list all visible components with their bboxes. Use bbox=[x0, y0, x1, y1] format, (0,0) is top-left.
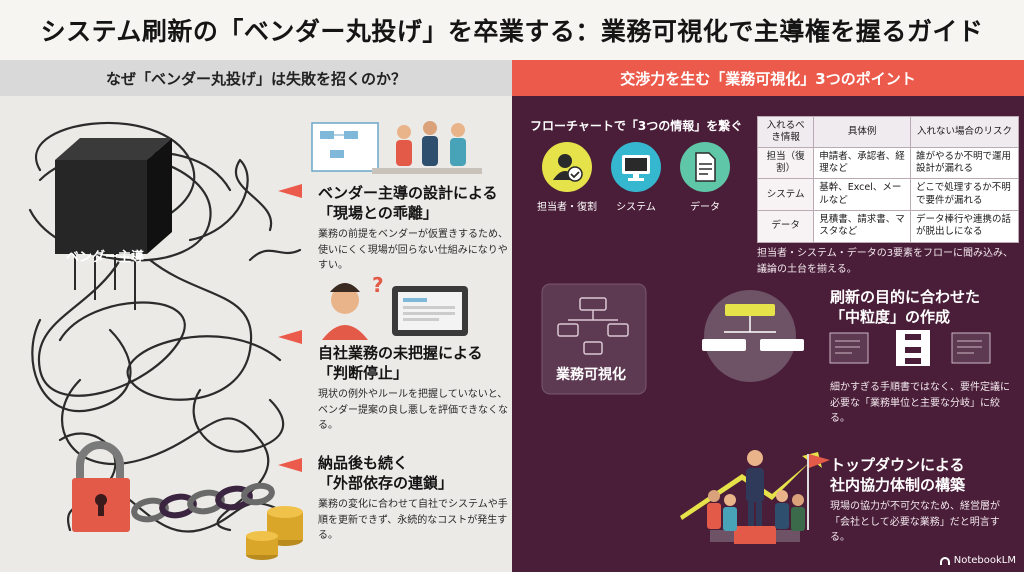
vendor-cube-label: ベンダー主導 bbox=[66, 250, 145, 265]
leadership-icon bbox=[680, 450, 830, 544]
table-header-cell: 入れるべき情報 bbox=[756, 116, 815, 148]
left-point-1-heading-1: ベンダー主導の設計による bbox=[318, 184, 498, 202]
left-point-2-body: 現状の例外やルールを把握していないと、ベンダー提案の良し悪しを評価できなくなる。 bbox=[318, 389, 508, 431]
right-panel-heading: 交渉力を生む「業務可視化」3つのポイント bbox=[512, 60, 1024, 96]
left-point-3-heading-2: 「外部依存の連鎖」 bbox=[318, 473, 454, 492]
lock-icon bbox=[72, 441, 130, 532]
pointer-arrow-3 bbox=[278, 458, 302, 472]
right-illustration bbox=[541, 283, 991, 544]
mid-granularity-icon bbox=[702, 290, 804, 382]
left-point-1-body: 業務の前提をベンダーが仮置きするため、使いにくく現場が回らない仕組みになりやすい… bbox=[318, 229, 508, 271]
left-point-1: ベンダー主導の設計による 「現場との乖離」 業務の前提をベンダーが仮置きするため… bbox=[318, 184, 508, 274]
table-cell: システム bbox=[756, 178, 815, 212]
document-icon bbox=[680, 142, 730, 192]
table-header-cell: 具体例 bbox=[813, 116, 911, 148]
right-panel: 交渉力を生む「業務可視化」3つのポイント フローチャートで「3つの情報」を繋ぐ … bbox=[512, 60, 1024, 572]
flow-caption: フローチャートで「3つの情報」を繋ぐ bbox=[530, 119, 743, 133]
right-point-1: 刷新の目的に合わせた 「中粒度」の作成 bbox=[830, 288, 1010, 327]
table-cell: どこで処理するか不明で要件が漏れる bbox=[909, 178, 1020, 212]
table-cell: データ bbox=[756, 210, 815, 243]
left-point-2-heading-2: 「判断停止」 bbox=[318, 363, 409, 382]
notebooklm-logo-text: NotebookLM bbox=[953, 555, 1016, 566]
left-illustration: ? bbox=[28, 121, 482, 560]
icon-label-person: 担当者・復割 bbox=[537, 202, 597, 213]
pointer-arrow-2 bbox=[278, 330, 302, 344]
right-point-2-heading-2: 社内協力体制の構築 bbox=[830, 475, 966, 494]
table-cell: 見積書、請求書、マスタなど bbox=[813, 210, 911, 243]
right-point-1-heading-1: 刷新の目的に合わせた bbox=[830, 288, 981, 306]
left-point-2: 自社業務の未把握による 「判断停止」 現状の例外やルールを把握していないと、ベン… bbox=[318, 344, 508, 434]
left-point-3-body: 業務の変化に合わせて自社でシステムや手順を更新できず、永続的なコストが発生する。 bbox=[318, 499, 508, 541]
wire-lines bbox=[74, 254, 136, 310]
confused-person-icon: ? bbox=[322, 273, 384, 340]
right-point-2-body: 現場の協力が不可欠なため、経営層が「会社として必要な業務」だと明言する。 bbox=[830, 501, 1000, 543]
icon-label-system: システム bbox=[616, 202, 656, 213]
flowchart-meeting-icon bbox=[311, 121, 482, 174]
right-point-1-body: 細かすぎる手順書ではなく、要件定議に必要な「業務単位と主要な分岐」に絞る。 bbox=[830, 382, 1010, 424]
right-point-1-heading-2: 「中粒度」の作成 bbox=[830, 307, 951, 326]
left-point-2-heading-1: 自社業務の未把握による bbox=[318, 344, 483, 362]
visualization-box-label: 業務可視化 bbox=[556, 367, 626, 383]
info-table: 入れるべき情報 具体例 入れない場合のリスク 担当（復割） 申請者、承認者、経理… bbox=[756, 116, 1020, 243]
monitor-icon bbox=[611, 142, 661, 192]
icon-label-data: データ bbox=[690, 202, 720, 213]
title-bar: システム刷新の「ベンダー丸投げ」を卒業する：業務可視化で主導権を握るガイド bbox=[0, 0, 1024, 60]
table-header-cell: 入れない場合のリスク bbox=[909, 116, 1020, 148]
table-row: 担当（復割） 申請者、承認者、経理など 誰がやるか不明で運用設計が漏れる bbox=[756, 146, 1020, 180]
left-point-3-heading-1: 納品後も続く bbox=[318, 454, 409, 472]
notebooklm-logo: NotebookLM bbox=[939, 555, 1016, 566]
table-cell: 基幹、Excel、メールなど bbox=[813, 178, 911, 212]
table-row: システム 基幹、Excel、メールなど どこで処理するか不明で要件が漏れる bbox=[756, 178, 1020, 212]
chain-icon bbox=[131, 482, 275, 523]
right-point-2: トップダウンによる 社内協力体制の構築 現場の協力が不可欠なため、経営層が「会社… bbox=[830, 456, 1010, 546]
table-row: データ 見積書、請求書、マスタなど データ棒行や連携の話が脱出しになる bbox=[756, 210, 1020, 243]
left-point-3: 納品後も続く 「外部依存の連鎖」 業務の変化に合わせて自社でシステムや手順を更新… bbox=[318, 454, 508, 544]
vendor-cube-icon bbox=[55, 138, 172, 254]
table-header-row: 入れるべき情報 具体例 入れない場合のリスク bbox=[756, 116, 1020, 148]
page-title: システム刷新の「ベンダー丸投げ」を卒業する：業務可視化で主導権を握るガイド bbox=[40, 17, 984, 46]
visualization-box-icon bbox=[541, 283, 647, 395]
left-point-1-heading-2: 「現場との乖離」 bbox=[318, 203, 438, 222]
left-panel-heading: なぜ「ベンダー丸投げ」は失敗を招くのか？ bbox=[0, 60, 512, 96]
document-flow-icon bbox=[829, 330, 991, 366]
coins-icon bbox=[246, 506, 303, 560]
person-check-icon bbox=[542, 142, 592, 192]
svg-text:?: ? bbox=[372, 273, 384, 297]
table-cell: 誰がやるか不明で運用設計が漏れる bbox=[909, 146, 1020, 180]
table-cell: 担当（復割） bbox=[756, 146, 815, 180]
right-point-2-heading-1: トップダウンによる bbox=[830, 456, 965, 474]
left-panel: なぜ「ベンダー丸投げ」は失敗を招くのか？ bbox=[0, 60, 512, 572]
notebooklm-logo-icon bbox=[939, 556, 950, 565]
table-cell: データ棒行や連携の話が脱出しになる bbox=[909, 210, 1020, 243]
tablet-icon bbox=[392, 286, 468, 336]
pointer-arrow-1 bbox=[278, 184, 302, 198]
table-note: 担当者・システム・データの3要素をフローに聞み込み、議論の土台を揃える。 bbox=[757, 248, 1014, 275]
